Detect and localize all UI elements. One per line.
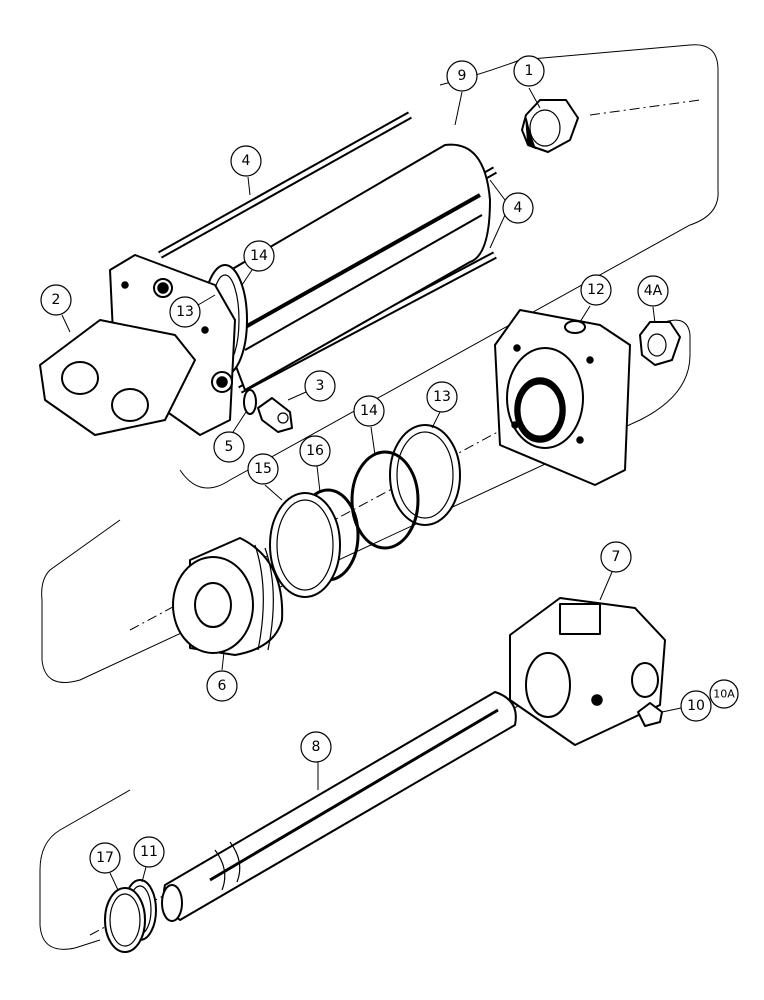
callout-3-label: 3 xyxy=(316,378,325,394)
callout-13-mid: 13 xyxy=(426,381,458,429)
group-outline-cylinder xyxy=(179,44,719,489)
callout-5-label: 5 xyxy=(225,439,234,455)
set-screw-part-10 xyxy=(637,702,663,727)
callout-10A: 10A xyxy=(709,679,739,709)
callout-14-top: 14 xyxy=(241,240,275,286)
callout-14-top-label: 14 xyxy=(250,248,268,264)
callout-4-top: 4 xyxy=(230,145,262,196)
callout-15-label: 15 xyxy=(254,461,272,477)
callout-4-top-label: 4 xyxy=(242,153,251,169)
callout-4-right: 4 xyxy=(489,179,534,249)
callout-17: 17 xyxy=(89,842,121,891)
callout-9: 9 xyxy=(446,60,478,126)
group-outline-piston xyxy=(41,319,691,683)
hex-nut-part-4a xyxy=(639,321,681,366)
callout-7-label: 7 xyxy=(612,549,621,565)
callout-11-label: 11 xyxy=(140,844,158,860)
callout-13-top-label: 13 xyxy=(176,304,194,320)
ring-part-15 xyxy=(269,492,341,598)
ring-part-14 xyxy=(350,450,420,550)
callout-6-label: 6 xyxy=(218,678,227,694)
callout-15: 15 xyxy=(247,453,283,501)
centerline-upper xyxy=(589,99,701,116)
ring-part-13 xyxy=(389,424,461,526)
callout-2-label: 2 xyxy=(52,292,61,308)
callout-7: 7 xyxy=(599,541,632,601)
callout-4A: 4A xyxy=(637,275,669,324)
hex-nut-part-1 xyxy=(521,99,579,153)
callout-12: 12 xyxy=(579,274,612,323)
group-outline-rod xyxy=(39,789,131,950)
callout-3: 3 xyxy=(287,370,336,402)
callout-13-mid-label: 13 xyxy=(433,389,451,405)
callout-1-label: 1 xyxy=(525,63,534,79)
callout-10A-label: 10A xyxy=(713,688,735,701)
cap-end-clevis-part-2 xyxy=(39,254,236,436)
plug-part-3 xyxy=(257,397,293,433)
callout-16: 16 xyxy=(299,435,331,493)
callout-14-mid-label: 14 xyxy=(360,403,378,419)
callout-17-label: 17 xyxy=(96,850,114,866)
piston-rod-part-8 xyxy=(161,691,517,922)
ring-part-17 xyxy=(104,887,146,953)
rod-end-clevis-part-7 xyxy=(509,597,666,746)
callout-14-mid: 14 xyxy=(353,395,385,456)
callout-8: 8 xyxy=(300,731,332,790)
barrel-part-9 xyxy=(202,143,491,391)
piston-part-6 xyxy=(172,537,284,656)
callout-8-label: 8 xyxy=(312,739,321,755)
callout-2: 2 xyxy=(40,284,72,333)
callout-4-right-label: 4 xyxy=(514,200,523,216)
callout-9-label: 9 xyxy=(458,68,467,84)
washer-part-5 xyxy=(243,389,257,415)
callout-1: 1 xyxy=(513,55,545,109)
callout-13-top: 13 xyxy=(169,294,216,328)
callout-5: 5 xyxy=(213,411,247,463)
callout-16-label: 16 xyxy=(306,443,324,459)
callout-10-label: 10 xyxy=(687,698,705,714)
callout-10: 10 xyxy=(661,690,712,722)
callout-11: 11 xyxy=(133,836,165,883)
callout-4A-label: 4A xyxy=(644,283,663,299)
callout-6: 6 xyxy=(206,651,238,702)
head-part-12 xyxy=(494,309,631,486)
callout-12-label: 12 xyxy=(587,282,605,298)
